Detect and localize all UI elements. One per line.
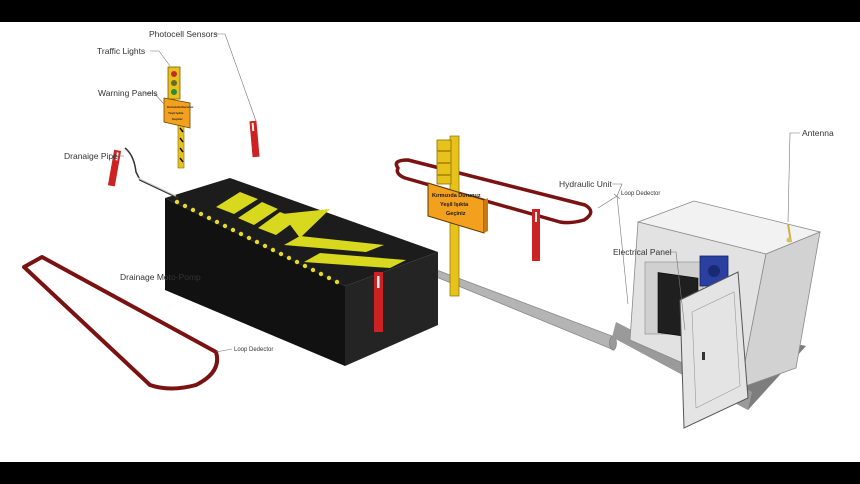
cabinet-door <box>679 271 749 429</box>
warning-panel-left-line2: Yeşil Işıkta <box>168 111 184 115</box>
road-blocker-diagram: Kırmızıda Durunuz Yeşil Işıkta Geçiniz K… <box>22 29 834 429</box>
photocell-sensor-left <box>107 149 122 187</box>
photocell-sensor-front <box>374 272 383 332</box>
blocker-stripe-5 <box>304 253 406 268</box>
letterbox-bottom <box>0 462 860 484</box>
label-drainage-moto-pomp: Drainage Moto-Pomp <box>120 272 201 282</box>
blocker-stripe-1 <box>216 192 258 214</box>
warning-panel-left-line1: Kırmızıda Durunuz <box>167 105 194 109</box>
label-traffic-lights: Traffic Lights <box>97 46 145 56</box>
warning-panel-line3: Geçiniz <box>446 211 466 217</box>
road-blocker <box>165 178 438 366</box>
warning-panel-line1: Kırmızıda Durunuz <box>432 193 481 199</box>
drainage-pipe <box>124 147 179 199</box>
label-photocell-sensors: Photocell Sensors <box>149 29 218 39</box>
reflector-row <box>174 199 340 285</box>
traffic-light-post-left: Kırmızıda Durunuz Yeşil Işıkta Geçiniz <box>163 66 194 169</box>
control-cabinet <box>629 200 822 429</box>
blocker-stripe-2 <box>238 202 278 225</box>
leader-lines <box>118 33 800 353</box>
letterbox-top <box>0 0 860 22</box>
loop-detector-right <box>394 158 593 225</box>
diagram-canvas: Kırmızıda Durunuz Yeşil Işıkta Geçiniz K… <box>0 22 860 462</box>
photocell-sensor-top <box>249 120 260 158</box>
photocell-sensor-right <box>532 209 540 261</box>
loop-detector-left <box>22 255 219 391</box>
label-drainage-pipe: Dranaige Pipe <box>64 151 118 161</box>
label-hydraulic-unit: Hydraulic Unit <box>559 179 613 189</box>
label-warning-panels: Warning Panels <box>98 88 158 98</box>
traffic-light-post-center: Kırmızıda Durunuz Yeşil Işıkta Geçiniz <box>427 135 488 297</box>
warning-panel-left-line3: Geçiniz <box>172 117 183 121</box>
blocker-stripe-4 <box>284 236 384 252</box>
label-loop-detector-right: Loop Dedector <box>621 191 660 197</box>
blocker-arrow <box>282 209 330 238</box>
warning-panel-left <box>163 97 191 129</box>
warning-panel-line2: Yeşil Işıkta <box>440 202 469 208</box>
label-electrical-panel: Electrical Panel <box>613 247 672 257</box>
label-loop-detector-left: Loop Dedector <box>234 347 273 353</box>
label-antenna: Antenna <box>802 128 834 138</box>
